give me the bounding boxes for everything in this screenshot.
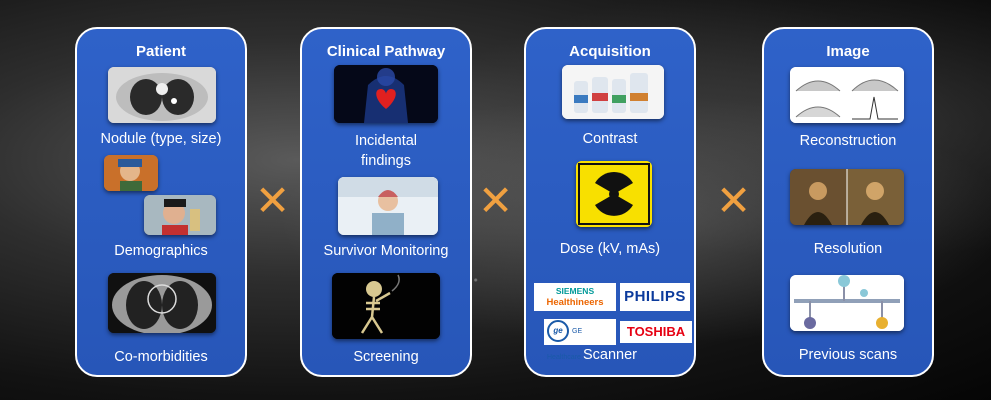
multiply-operator-2: ✕ xyxy=(478,176,514,225)
panel-image: Image Reconstruction Resolution xyxy=(762,27,934,377)
skeleton-smoking-image xyxy=(332,273,440,339)
item-resolution: Resolution xyxy=(813,241,883,257)
item-scanner: Scanner xyxy=(582,347,637,363)
item-dose: Dose (kV, mAs) xyxy=(559,241,661,257)
siemens-logo: SIEMENS Healthineers xyxy=(534,283,616,311)
item-comorbidities: Co-morbidities xyxy=(114,349,208,365)
heart-image xyxy=(334,65,438,123)
reconstruction-plot-image xyxy=(790,67,904,123)
panel-acquisition: Acquisition Contrast Dose (kV, mAs) xyxy=(524,27,696,377)
portrait-image-2 xyxy=(144,195,216,235)
toshiba-logo: TOSHIBA xyxy=(620,321,692,343)
panel-title: Clinical Pathway xyxy=(326,43,446,60)
multiply-operator-3: ✕ xyxy=(716,176,752,225)
mona-lisa-resolution-image xyxy=(790,169,904,225)
ct-nodule-image xyxy=(108,67,216,123)
item-previous-scans: Previous scans xyxy=(798,347,898,363)
panel-title: Image xyxy=(826,43,870,60)
item-survivor-monitoring: Survivor Monitoring xyxy=(323,243,449,259)
portrait-image-1 xyxy=(104,155,158,191)
radiation-icon xyxy=(576,161,652,227)
item-incidental-findings: Incidental findings xyxy=(354,133,418,169)
philips-logo: PHILIPS xyxy=(620,283,690,311)
multiply-operator-1: ✕ xyxy=(255,176,291,225)
item-screening: Screening xyxy=(353,349,419,365)
timeline-image xyxy=(790,275,904,331)
ge-logo-icon: ge xyxy=(547,320,569,343)
item-demographics: Demographics xyxy=(114,243,208,259)
panel-title: Patient xyxy=(135,43,186,60)
item-contrast: Contrast xyxy=(582,131,638,147)
panel-clinical-pathway: Clinical Pathway Incidental findings Sur… xyxy=(300,27,472,377)
panel-patient: Patient Nodule (type, size) xyxy=(75,27,247,377)
panel-title: Acquisition xyxy=(569,43,651,60)
item-nodule: Nodule (type, size) xyxy=(100,131,222,147)
survivor-image xyxy=(338,177,438,235)
contrast-bottles-image xyxy=(562,65,664,119)
item-reconstruction: Reconstruction xyxy=(799,133,897,149)
ct-chest-image xyxy=(108,273,216,333)
